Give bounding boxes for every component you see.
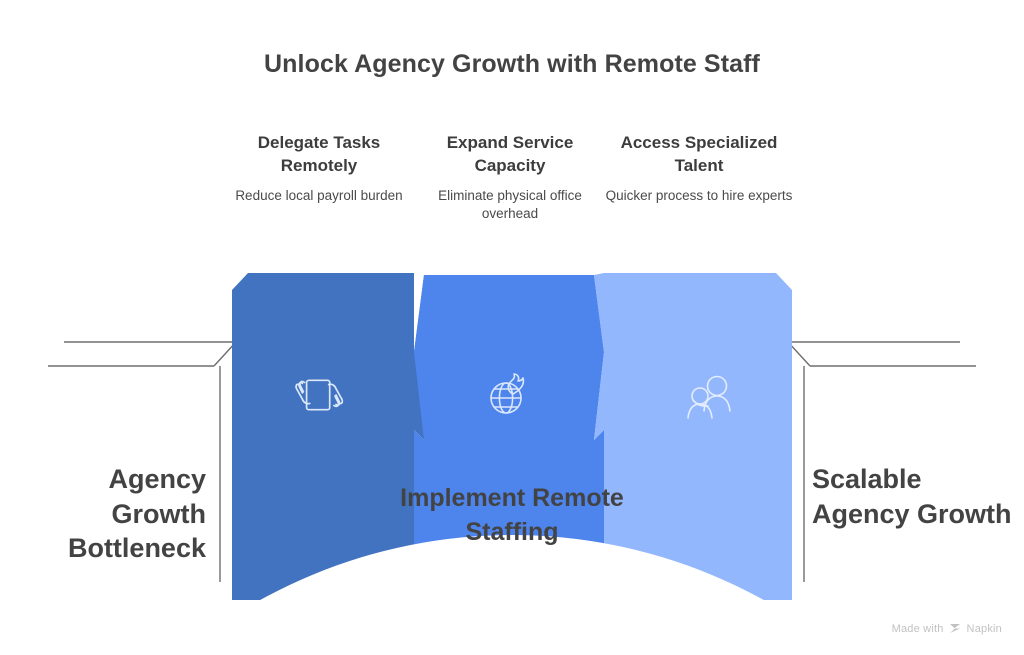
center-action-label: Implement Remote Staffing — [400, 484, 624, 546]
watermark-prefix: Made with — [891, 622, 944, 635]
bridge-segment-delegate-tasks[interactable] — [232, 273, 424, 600]
stage-caption-access-talent: Access Specialized Talent Quicker proces… — [604, 131, 794, 205]
stage-subtext: Quicker process to hire experts — [605, 187, 793, 203]
stage-subtext: Eliminate physical office overhead — [438, 187, 582, 222]
stage-subtext: Reduce local payroll burden — [235, 187, 403, 203]
handover-document-icon — [295, 379, 344, 411]
stage-heading: Expand Service Capacity — [446, 133, 574, 176]
stage-caption-delegate-tasks: Delegate Tasks Remotely Reduce local pay… — [224, 131, 414, 205]
globe-growth-icon — [490, 373, 525, 414]
bridge-deck — [232, 273, 792, 600]
stage-heading: Access Specialized Talent — [620, 133, 778, 176]
watermark: Made with Napkin — [892, 622, 1002, 635]
page-title: Unlock Agency Growth with Remote Staff — [264, 50, 760, 78]
bridge-segment-expand-service[interactable] — [414, 275, 604, 600]
napkin-logo-icon — [949, 622, 962, 635]
end-state-label: Scalable Agency Growth — [812, 464, 1012, 529]
stage-heading: Delegate Tasks Remotely — [257, 133, 381, 176]
bridge-segment-access-talent[interactable] — [594, 273, 792, 600]
watermark-brand: Napkin — [966, 622, 1002, 635]
people-team-icon — [687, 375, 731, 419]
start-state-label: Agency Growth Bottleneck — [67, 464, 206, 564]
stage-caption-expand-service: Expand Service Capacity Eliminate physic… — [415, 131, 605, 223]
